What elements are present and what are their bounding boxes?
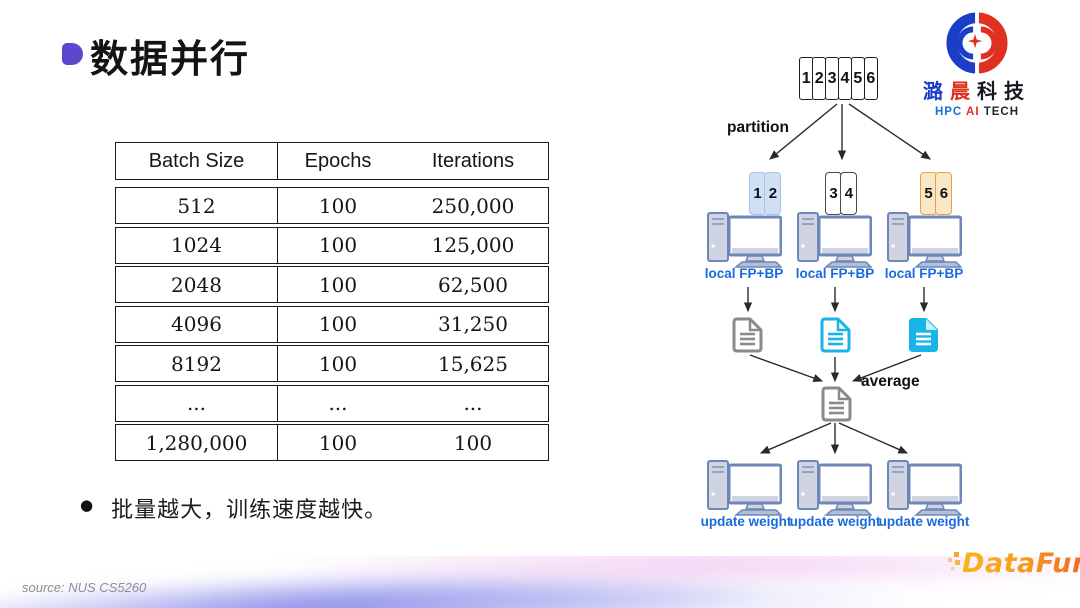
table-cell: 250,000	[431, 193, 515, 218]
bullet-item: ● 批量越大，训练速度越快。	[80, 492, 387, 524]
data-block: 5	[920, 172, 937, 215]
table-header-iterations: Iterations	[431, 149, 515, 172]
local-fpbp-label: local FP+BP	[704, 266, 784, 281]
table-cell: 100	[318, 312, 358, 336]
update-weight-label: update weight	[700, 514, 792, 529]
data-block: 6	[863, 57, 879, 100]
computer-icon	[887, 460, 962, 516]
company-sub-word: AI	[966, 106, 980, 118]
batch-size-table: Batch Size Epochs Iterations 512 100 250…	[115, 142, 549, 464]
company-name-en: HPC AI TECH	[912, 106, 1042, 118]
table-cell: 31,250	[438, 312, 508, 336]
table-row: 1024 100 125,000	[115, 226, 549, 264]
local-fpbp-label: local FP+BP	[884, 266, 964, 281]
computer-icon	[707, 460, 782, 516]
data-pair-1-2: 1 2	[749, 172, 782, 215]
table-cell: 100	[318, 193, 358, 218]
average-label: average	[861, 373, 920, 390]
gradient-file-icon	[732, 317, 763, 353]
table-cell: 100	[318, 351, 358, 376]
company-name-cn: 潞晨科技	[912, 75, 1042, 104]
table-row: 8192 100 15,625	[115, 345, 549, 382]
data-pair-3-4: 3 4	[825, 172, 858, 215]
computer-icon	[887, 212, 962, 268]
datafun-dots-icon	[946, 548, 962, 578]
table-row: 4096 100 31,250	[115, 305, 549, 343]
company-sub-word: TECH	[983, 106, 1020, 118]
company-char: 技	[1004, 81, 1031, 103]
table-cell: 15,625	[438, 351, 508, 376]
title-bullet-icon	[62, 43, 83, 65]
table-cell: 100	[318, 430, 358, 455]
data-pair-5-6: 5 6	[920, 172, 953, 215]
table-cell: 1,280,000	[116, 425, 278, 460]
computer-icon	[797, 212, 872, 268]
data-block: 2	[764, 172, 782, 215]
gradient-file-icon	[821, 386, 852, 422]
bullet-marker: ●	[80, 496, 94, 514]
table-cell: 2048	[116, 267, 278, 302]
table-cell: 100	[318, 233, 358, 257]
company-sub-word: HPC	[934, 106, 963, 118]
table-cell: ...	[463, 391, 483, 415]
company-char: 潞	[923, 81, 950, 103]
table-header-batch-size: Batch Size	[116, 143, 278, 179]
table-cell: ...	[328, 391, 348, 415]
table-row: 1,280,000 100 100	[115, 424, 549, 461]
computer-icon	[797, 460, 872, 516]
local-fpbp-label: local FP+BP	[795, 266, 875, 281]
table-row: 2048 100 62,500	[115, 266, 549, 303]
table-row: ... ... ...	[115, 384, 549, 422]
table-cell: 125,000	[431, 233, 515, 257]
table-cell: 512	[116, 188, 278, 223]
table-cell: 62,500	[438, 272, 508, 297]
datafun-logo-text: DataFun.	[962, 548, 1080, 579]
gradient-file-icon	[909, 318, 938, 352]
data-block: 6	[935, 172, 953, 215]
table-row: 512 100 250,000	[115, 187, 549, 224]
company-logo: 潞晨科技 HPC AI TECH	[912, 12, 1042, 118]
gradient-file-icon	[820, 317, 851, 353]
table-cell: 4096	[116, 306, 278, 342]
company-char: 科	[977, 81, 1004, 103]
page-title: 数据并行	[90, 39, 251, 81]
bullet-text: 批量越大，训练速度越快。	[111, 497, 388, 522]
table-cell: 1024	[116, 227, 278, 263]
update-weight-label: update weight	[789, 514, 881, 529]
datafun-logo: DataFun.	[946, 548, 1080, 579]
company-char: 晨	[950, 81, 977, 103]
data-strip: 1 2 3 4 5 6	[799, 57, 879, 100]
data-block: 4	[840, 172, 858, 215]
source-note: source: NUS CS5260	[22, 580, 147, 595]
table-cell: ...	[116, 385, 278, 421]
table-cell: 8192	[116, 346, 278, 381]
table-header-row: Batch Size Epochs Iterations	[115, 142, 549, 180]
table-header-epochs: Epochs	[304, 149, 372, 172]
update-weight-label: update weight	[878, 514, 970, 529]
table-cell: 100	[318, 272, 358, 297]
data-block: 5	[850, 57, 866, 100]
company-logo-mark-icon	[946, 12, 1008, 74]
partition-label: partition	[727, 119, 789, 136]
table-cell: 100	[453, 430, 493, 455]
computer-icon	[707, 212, 782, 268]
footer-wave-decoration	[0, 556, 1080, 608]
